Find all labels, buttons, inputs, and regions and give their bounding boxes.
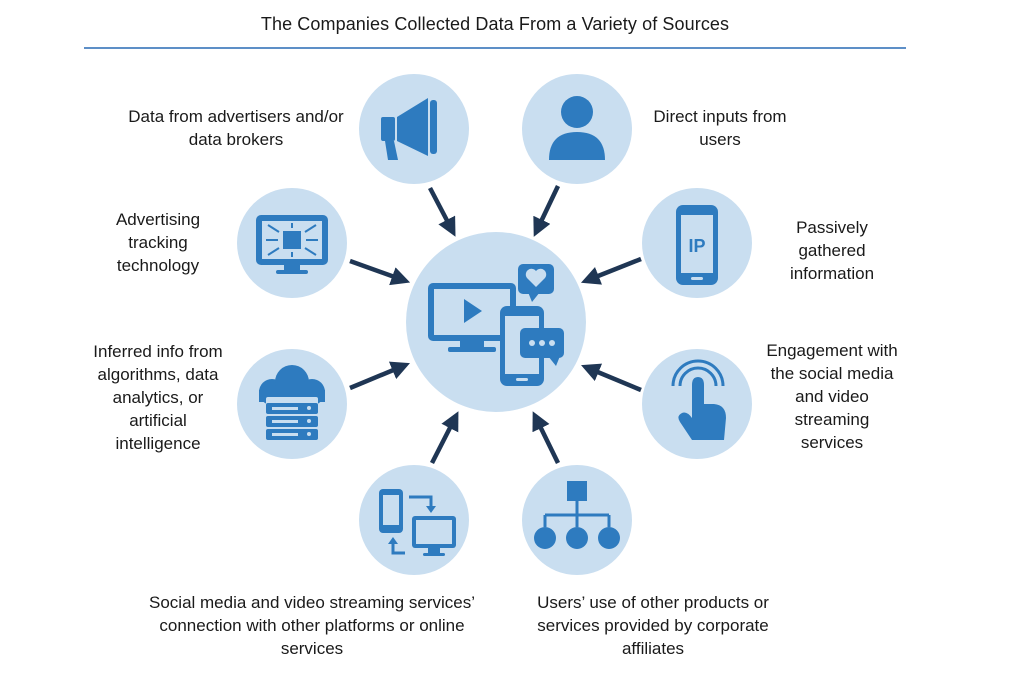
arrow-passive bbox=[580, 256, 642, 285]
source-node-passive: IP bbox=[642, 188, 752, 298]
source-node-advertisers bbox=[359, 74, 469, 184]
label-advertisers: Data from advertisers and/or data broker… bbox=[128, 107, 344, 149]
tracking-screen-icon bbox=[256, 215, 328, 274]
devices-icon bbox=[428, 264, 564, 386]
label-tracking: Advertising tracking technology bbox=[115, 210, 201, 275]
arrow-affiliates bbox=[532, 411, 561, 464]
arrow-connection bbox=[429, 411, 459, 465]
touch-hand-icon bbox=[671, 359, 726, 440]
arrow-engagement bbox=[581, 363, 642, 393]
cloud-server-icon bbox=[259, 365, 325, 440]
arrow-inferred bbox=[349, 361, 410, 391]
source-node-affiliates bbox=[522, 465, 632, 575]
phone-ip-icon: IP bbox=[676, 205, 718, 285]
arrows bbox=[349, 185, 642, 465]
label-direct-inputs: Direct inputs from users bbox=[653, 107, 787, 149]
user-icon bbox=[549, 96, 605, 160]
center-devices-node bbox=[406, 232, 586, 412]
label-engagement: Engagement with the social media and vid… bbox=[766, 341, 898, 452]
source-node-connection bbox=[359, 465, 469, 575]
diagram-title: The Companies Collected Data From a Vari… bbox=[260, 14, 730, 34]
label-passive: Passively gathered information bbox=[789, 218, 875, 283]
source-node-direct-inputs bbox=[522, 74, 632, 184]
source-node-engagement bbox=[642, 349, 752, 459]
label-affiliates: Users’ use of other products or services… bbox=[537, 593, 769, 658]
label-inferred: Inferred info from algorithms, data anal… bbox=[93, 342, 223, 453]
megaphone-icon bbox=[381, 98, 437, 160]
device-sync-icon bbox=[379, 489, 456, 556]
label-connection: Social media and video streaming service… bbox=[149, 593, 475, 658]
title-divider bbox=[84, 47, 906, 49]
source-node-tracking bbox=[237, 188, 347, 298]
source-node-inferred bbox=[237, 349, 347, 459]
ip-label: IP bbox=[688, 236, 705, 256]
arrow-tracking bbox=[349, 258, 411, 286]
org-chart-icon bbox=[534, 481, 620, 549]
arrow-advertisers bbox=[428, 186, 456, 237]
arrow-direct-inputs bbox=[533, 185, 561, 237]
